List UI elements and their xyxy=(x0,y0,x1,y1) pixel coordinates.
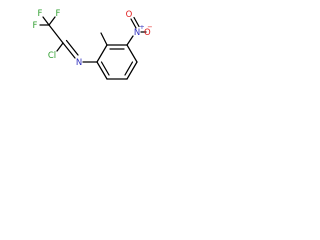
bond-ring-nitro xyxy=(126,35,134,46)
bond-nitro-o-double-1 xyxy=(130,18,137,29)
ring-bond-4 xyxy=(126,61,138,80)
atom-nitro-o-minus: O xyxy=(144,28,151,38)
atom-f-top-left: F xyxy=(38,9,43,19)
bond-cf3-c-imidoyl xyxy=(48,24,64,44)
nitro-n-plus-charge: + xyxy=(139,23,144,31)
bond-methyl xyxy=(100,32,108,46)
atom-labels: F F F Cl N N + O O − xyxy=(33,9,152,68)
bonds xyxy=(39,16,147,80)
ring-inner-bond-3 xyxy=(100,61,110,76)
bond-cf3-f-top-right xyxy=(48,16,56,26)
ring-bond-1 xyxy=(96,44,108,63)
bond-c-n-double-2 xyxy=(65,39,79,56)
atom-f-left: F xyxy=(33,21,38,31)
ring-bond-3 xyxy=(126,44,138,63)
bond-c-cl xyxy=(56,42,64,52)
nitro-o-minus-charge: − xyxy=(147,23,152,31)
bond-nitro-o-double-2 xyxy=(133,16,140,28)
bond-c-n-double-1 xyxy=(62,42,76,59)
atom-f-top-right: F xyxy=(56,9,61,19)
atom-nitro-o-top: O xyxy=(126,10,133,20)
atom-nitro-n: N xyxy=(134,28,140,38)
ring-bond-6 xyxy=(96,61,108,80)
atom-imine-n: N xyxy=(76,58,82,68)
bond-cf3-f-top-left xyxy=(42,16,50,26)
atom-cl: Cl xyxy=(48,51,56,61)
ring-inner-bond-2 xyxy=(124,61,134,76)
molecule-structure: F F F Cl N N + O O − xyxy=(33,9,152,80)
